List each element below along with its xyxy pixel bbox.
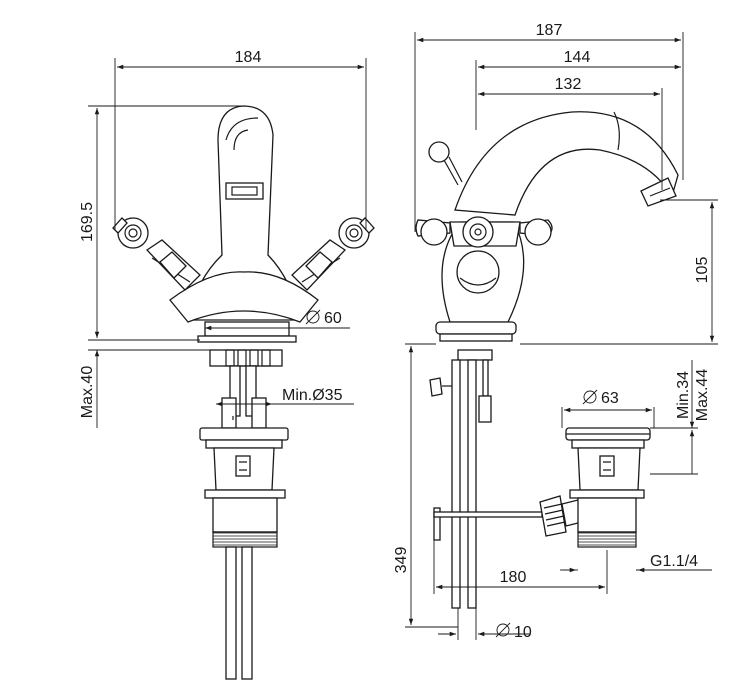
- dim-side-rod-length-label: 180: [500, 569, 527, 586]
- dim-side-thread-label: G1.1/4: [650, 553, 698, 570]
- dim-side-rod-length: 180: [433, 540, 608, 594]
- dim-side-spout-height-label: 105: [694, 257, 711, 284]
- dim-side-total-height-label: 349: [393, 547, 410, 574]
- dim-front-max-thickness-label: Max.40: [79, 366, 96, 419]
- dim-side-waste-max-label: Max.44: [694, 369, 711, 422]
- dim-side-total-height: 349: [393, 343, 458, 628]
- dim-front-base-dia: 60: [205, 309, 350, 331]
- dim-side-waste-dia-label: 63: [601, 390, 619, 407]
- side-shank: [429, 349, 493, 609]
- dim-side-total-width-label: 187: [536, 22, 563, 39]
- dim-side-total-width: 187: [414, 22, 684, 232]
- dim-front-max-thickness: Max.40: [79, 349, 210, 428]
- dim-side-waste-dia: 63: [561, 389, 655, 428]
- front-supply-pipes: [225, 416, 253, 680]
- dim-side-spout-reach-inner: 132: [478, 76, 663, 190]
- front-view: 184 169.5 60 Max.40 Min.Ø35: [79, 49, 375, 680]
- dim-front-height-label: 169.5: [79, 202, 96, 242]
- dim-front-hole-dia: Min.Ø35: [216, 387, 354, 407]
- side-spout: [454, 111, 679, 216]
- dim-side-pipe-dia: 10: [438, 608, 532, 641]
- dim-side-spout-reach-inner-label: 132: [555, 76, 582, 93]
- front-right-handle: [291, 217, 375, 291]
- side-body: [435, 221, 525, 342]
- dim-side-spout-reach: 144: [475, 49, 681, 130]
- front-faucet-body: [169, 105, 319, 343]
- dim-side-spout-height: 105: [520, 199, 718, 345]
- front-waste: [199, 427, 289, 548]
- dim-front-width: 184: [114, 49, 367, 230]
- dim-side-waste-min-label: Min.34: [675, 371, 692, 419]
- side-view: 187 144 132 105 349: [393, 22, 718, 641]
- dim-side-spout-reach-label: 144: [564, 49, 591, 66]
- side-pop-up-rod: [433, 495, 583, 541]
- dim-side-pipe-dia-label: 10: [514, 624, 532, 641]
- dim-side-thread: G1.1/4: [560, 553, 712, 573]
- dim-front-hole-dia-label: Min.Ø35: [282, 387, 343, 404]
- front-left-handle: [112, 217, 201, 291]
- side-handles: [415, 216, 553, 248]
- front-mounting-shank: [209, 349, 283, 429]
- dim-front-base-dia-label: 60: [324, 310, 342, 327]
- side-waste: [565, 427, 651, 548]
- dim-side-waste-thickness: Min.34 Max.44: [650, 360, 711, 475]
- side-pop-up-lever: [428, 141, 463, 186]
- dim-front-height: 169.5: [79, 105, 244, 341]
- dim-front-width-label: 184: [235, 49, 262, 66]
